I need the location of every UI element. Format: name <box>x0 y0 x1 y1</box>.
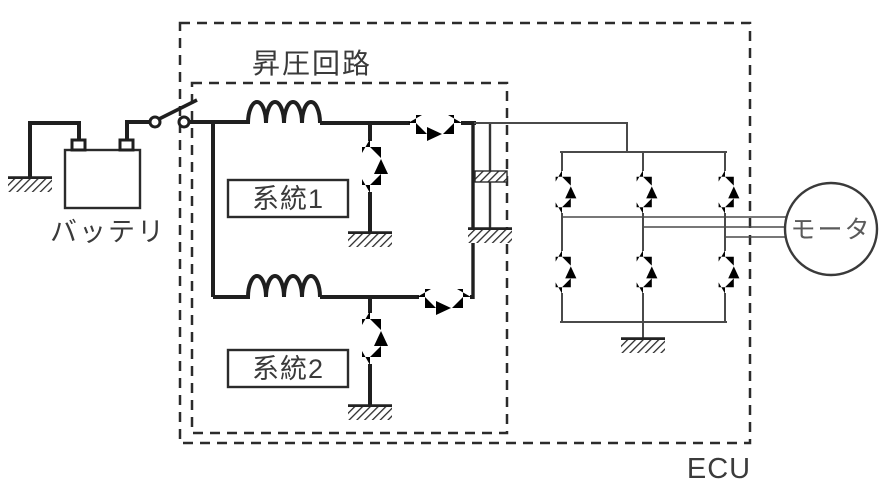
motor-circle <box>783 181 879 277</box>
switch-contact-right <box>177 115 191 129</box>
relay-switch-icon <box>148 98 198 129</box>
battery-negative-wire <box>28 121 81 178</box>
system1-ground-icon <box>346 231 394 249</box>
inverter-high-2-icon <box>618 170 658 214</box>
inverter-low-3-icon <box>700 250 740 294</box>
system1-label: 系統1 <box>252 184 324 214</box>
system2-label: 系統2 <box>252 354 324 384</box>
dc-feed-wire <box>474 122 628 153</box>
battery-symbol <box>6 120 151 210</box>
series-mosfet-1-icon <box>408 92 462 141</box>
battery-terminal-right <box>118 138 135 152</box>
boost-circuit-group: 系統1 系統2 <box>189 92 514 422</box>
boost-circuit-boundary-box <box>190 81 509 435</box>
system2-ground-icon <box>346 404 394 422</box>
ecu-label: ECU <box>687 453 751 485</box>
system1-label-box <box>226 178 350 219</box>
boost-inductor-1-icon <box>246 100 322 124</box>
battery-terminal-left <box>70 138 87 152</box>
inverter-ground-icon <box>619 337 667 355</box>
inverter-high-3-icon <box>700 170 740 214</box>
inverter-group <box>474 122 786 355</box>
battery-body <box>63 148 142 210</box>
motor-label: モータ <box>790 216 871 244</box>
series-mosfet-2-icon <box>417 266 471 315</box>
battery-label: バッテリ <box>50 217 166 247</box>
motor-symbol: モータ <box>783 181 879 277</box>
inverter-low-1-icon <box>537 250 577 294</box>
inverter-low-2-icon <box>618 250 658 294</box>
boost-inductor-2-icon <box>246 274 322 298</box>
battery-ground-icon <box>6 176 54 194</box>
system2-label-box <box>226 348 350 389</box>
ecu-boundary-box <box>178 21 752 445</box>
switch-contact-left <box>148 115 162 129</box>
capacitor-icon <box>474 170 508 183</box>
inverter-high-1-icon <box>537 170 577 214</box>
boost-circuit-label: 昇圧回路 <box>252 48 372 79</box>
capacitor-ground-icon <box>466 227 514 245</box>
switch-blade <box>158 98 198 121</box>
